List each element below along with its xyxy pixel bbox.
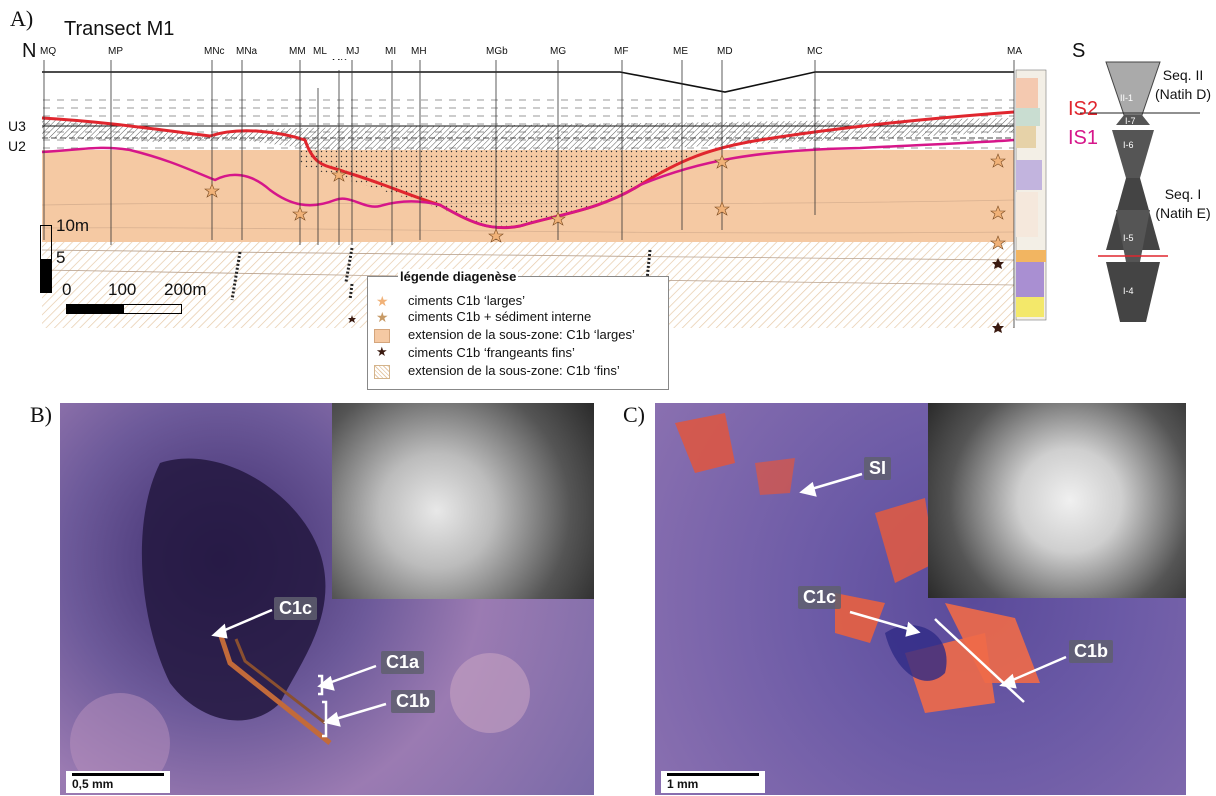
well-label: MM bbox=[289, 46, 306, 57]
unit-u2-label: U2 bbox=[8, 138, 26, 154]
panel-b-arrows bbox=[211, 608, 387, 738]
cycle-label: I-4 bbox=[1123, 286, 1134, 296]
transect-title: Transect M1 bbox=[64, 18, 175, 40]
fine-zone-swatch bbox=[374, 365, 390, 379]
vertical-scale-label: 5 bbox=[56, 248, 66, 267]
well-label: MP bbox=[108, 46, 123, 57]
cathodoluminescence-photo-c bbox=[655, 403, 1186, 795]
scale-bar-c: 1 mm bbox=[661, 771, 765, 793]
thin-section-inset-b bbox=[332, 403, 594, 599]
well-label: MH bbox=[411, 46, 427, 57]
legend-title: légende diagenèse bbox=[398, 269, 519, 284]
well-label: MQ bbox=[40, 46, 57, 57]
annotation-label: C1a bbox=[381, 651, 425, 674]
panel-a-letter: A) bbox=[10, 6, 34, 31]
vertical-scale-label: 10m bbox=[56, 216, 90, 235]
cycle-label: I-7 bbox=[1125, 116, 1136, 126]
panel-c-arrows bbox=[799, 472, 1067, 703]
annotation-label: SI bbox=[864, 457, 892, 480]
diagenesis-legend: légende diagenèse ★ ciments C1b ‘larges’… bbox=[367, 269, 669, 390]
fine-cement-star-icon: ★ bbox=[376, 344, 388, 359]
legend-item: ciments C1b ‘larges’ bbox=[408, 293, 526, 308]
is1-label: IS1 bbox=[1068, 127, 1099, 149]
well-label: ML bbox=[313, 46, 327, 57]
scale-label-b: 0,5 mm bbox=[72, 777, 114, 791]
cycle-label: I-5 bbox=[1123, 233, 1134, 243]
cycle-label: I-6 bbox=[1123, 140, 1134, 150]
annotation-label: C1c bbox=[274, 597, 318, 620]
annotation-label: C1b bbox=[1069, 640, 1114, 663]
well-label: MA bbox=[1007, 46, 1022, 57]
annotation-label: C1c bbox=[798, 586, 842, 609]
south-label: S bbox=[1072, 40, 1086, 62]
north-label: N bbox=[22, 40, 37, 62]
vertical-scale-bar bbox=[40, 225, 52, 293]
panel-c-letter: C) bbox=[623, 402, 645, 427]
unit-u3-label: U3 bbox=[8, 118, 26, 134]
well-label: ME bbox=[673, 46, 688, 57]
well-label: MC bbox=[807, 46, 823, 57]
well-label: MI bbox=[385, 46, 397, 57]
is2-label: IS2 bbox=[1068, 98, 1099, 120]
well-label: MJ bbox=[346, 46, 360, 57]
cement-sediment-star-icon: ★ bbox=[376, 309, 389, 325]
horizontal-scale-label: 0 bbox=[62, 280, 72, 299]
horizontal-scale-label: 100 bbox=[108, 280, 137, 299]
sequence-1-label: Seq. I(Natih E) bbox=[1155, 186, 1211, 221]
well-label: MNc bbox=[204, 46, 225, 57]
scale-label-c: 1 mm bbox=[667, 777, 699, 791]
is1-surface bbox=[41, 138, 1015, 230]
cycle-label: II-1 bbox=[1120, 93, 1134, 103]
legend-item: extension de la sous-zone: C1b ‘larges’ bbox=[408, 327, 635, 342]
sequence-2-label: Seq. II(Natih D) bbox=[1154, 67, 1211, 102]
horizontal-scale-label: 200m bbox=[164, 280, 207, 299]
large-zone-swatch bbox=[374, 329, 390, 343]
large-cement-star-icon: ★ bbox=[376, 293, 389, 309]
legend-item: ciments C1b + sédiment interne bbox=[408, 309, 592, 324]
well-label: MGb bbox=[486, 46, 508, 57]
well-label: MF bbox=[614, 46, 629, 57]
well-label: MD bbox=[717, 46, 733, 57]
legend-item: ciments C1b ‘frangeants fins’ bbox=[408, 345, 575, 360]
well-label: MNa bbox=[236, 46, 258, 57]
annotation-label: C1b bbox=[391, 690, 436, 713]
legend-item: extension de la sous-zone: C1b ‘fins’ bbox=[408, 363, 620, 378]
panel-b-letter: B) bbox=[30, 402, 52, 427]
scale-bar-b: 0,5 mm bbox=[66, 771, 170, 793]
horizontal-scale-bar bbox=[66, 304, 182, 314]
well-label: MG bbox=[550, 46, 567, 57]
thin-section-inset-c bbox=[928, 403, 1186, 598]
